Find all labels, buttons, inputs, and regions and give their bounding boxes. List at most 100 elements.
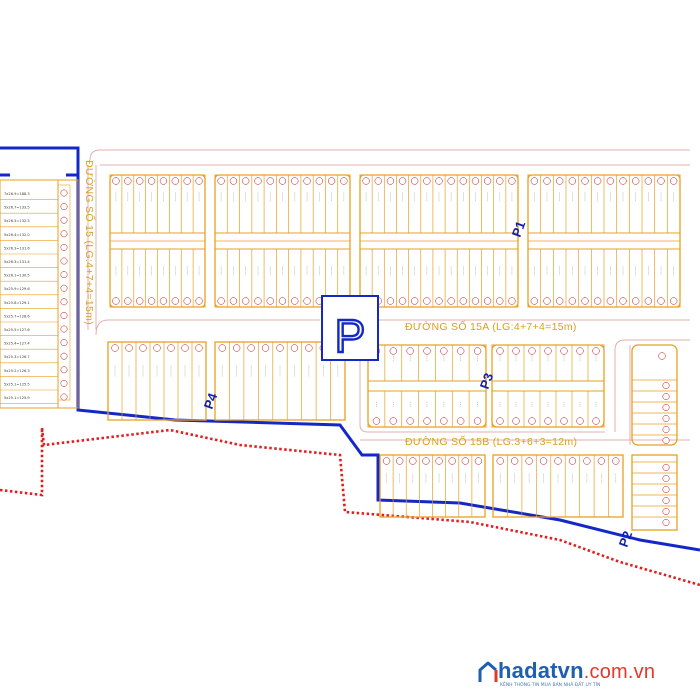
lot-number-marker xyxy=(60,203,68,211)
lot-number-marker xyxy=(327,177,336,185)
lot-number-marker xyxy=(662,508,670,515)
lot-number-marker xyxy=(543,297,551,305)
lot-number-marker xyxy=(147,297,156,305)
lot-number-marker xyxy=(619,177,627,185)
lot-number-marker xyxy=(606,177,614,185)
lot-number-marker xyxy=(60,257,68,265)
parking-label: P xyxy=(335,310,366,362)
lot-row xyxy=(214,248,351,308)
lot-number-marker xyxy=(448,457,456,465)
road-15a-label: ĐƯỜNG SỐ 15A (LG:4+7+4=15m) xyxy=(405,319,577,333)
lot-number-marker xyxy=(473,417,482,425)
lot-number-marker xyxy=(229,177,238,185)
lot-number-marker xyxy=(496,457,504,465)
lot-number-marker xyxy=(556,177,564,185)
lot-number-marker xyxy=(136,177,144,185)
lot-number-marker xyxy=(125,344,133,352)
lot-number-marker xyxy=(60,325,68,333)
lot-number-marker xyxy=(423,417,431,425)
lot-size-label: 5x25.9=129.6 xyxy=(4,287,30,291)
lot-number-marker xyxy=(457,417,465,425)
lot-number-marker xyxy=(594,177,602,185)
lot-number-marker xyxy=(183,297,191,305)
lot-number-marker xyxy=(670,297,678,305)
lot-size-label: 5x25.8=129.1 xyxy=(4,301,30,305)
lot-number-marker xyxy=(619,297,627,305)
lot-number-marker xyxy=(217,177,225,185)
lot-number-marker xyxy=(386,177,395,185)
lot-number-marker xyxy=(447,177,455,185)
lot-number-marker xyxy=(247,344,255,352)
phase-labels: P1 P2 P3 P4 xyxy=(201,219,636,549)
lot-row xyxy=(359,174,519,234)
lot-number-marker xyxy=(167,344,175,352)
lot-number-marker xyxy=(60,216,68,224)
lot-number-marker xyxy=(423,177,431,185)
lot-number-marker xyxy=(218,344,226,352)
lot-number-marker xyxy=(389,417,397,425)
lot-number-marker xyxy=(508,177,516,185)
lot-size-label: 5x26.1=130.5 xyxy=(4,274,30,278)
lot-number-marker xyxy=(60,271,68,279)
lot-size-label: 5x25.2=126.3 xyxy=(4,369,30,373)
lot-number-marker xyxy=(171,177,179,185)
lot-number-marker xyxy=(278,177,287,185)
lot-number-marker xyxy=(662,393,670,400)
lot-number-marker xyxy=(171,297,179,305)
lot-number-marker xyxy=(662,382,670,389)
lot-number-marker xyxy=(496,177,504,185)
lot-number-marker xyxy=(528,347,536,355)
lot-number-marker xyxy=(60,243,68,251)
lot-number-marker xyxy=(139,344,147,352)
lot-number-marker xyxy=(60,189,68,197)
block-top xyxy=(109,174,681,308)
block-bottom xyxy=(379,454,624,518)
lot-number-marker xyxy=(305,344,313,352)
logo-wordmark: hadatvn.com.vn xyxy=(498,658,655,684)
lot-number-marker xyxy=(670,177,678,185)
lot-number-marker xyxy=(254,297,262,305)
lot-row xyxy=(214,341,346,421)
logo-domain: .com.vn xyxy=(583,661,656,683)
lot-number-marker xyxy=(658,352,666,360)
lot-number-marker xyxy=(576,417,584,425)
lot-number-marker xyxy=(592,417,600,425)
lot-number-marker xyxy=(592,347,600,355)
lot-number-marker xyxy=(556,297,564,305)
lot-number-marker xyxy=(147,177,156,185)
lot-number-marker xyxy=(662,426,670,433)
lot-number-marker xyxy=(60,366,68,374)
lot-number-marker xyxy=(496,297,504,305)
block-outline xyxy=(107,341,207,421)
lot-number-marker xyxy=(662,437,670,444)
lot-size-label: 5x25.5=127.6 xyxy=(4,328,30,332)
left-lot-column: 7x26.9=188.35x26.7=133.55x26.5=132.55x26… xyxy=(0,179,79,409)
lot-number-marker xyxy=(560,347,568,355)
lot-number-marker xyxy=(233,344,241,352)
lot-number-marker xyxy=(483,177,492,185)
block-outline xyxy=(491,344,605,428)
lot-number-marker xyxy=(60,352,68,360)
block-outline xyxy=(631,344,678,446)
lot-number-marker xyxy=(60,393,68,401)
lot-number-marker xyxy=(254,177,262,185)
lot-number-marker xyxy=(435,457,443,465)
lot-number-marker xyxy=(195,297,203,305)
lot-number-marker xyxy=(496,347,504,355)
lot-number-marker xyxy=(159,297,168,305)
lot-number-marker xyxy=(662,404,670,411)
lot-size-label: 5x26.5=132.5 xyxy=(4,219,30,223)
lot-number-marker xyxy=(597,457,605,465)
lot-number-marker xyxy=(457,347,465,355)
lot-number-marker xyxy=(195,344,203,352)
lot-number-marker xyxy=(508,297,516,305)
lot-number-marker xyxy=(398,177,407,185)
lot-row xyxy=(107,341,207,421)
lot-number-marker xyxy=(662,497,670,504)
lot-number-marker xyxy=(303,297,311,305)
lot-number-marker xyxy=(657,297,665,305)
road-edges xyxy=(87,149,690,445)
lot-size-label: 7x26.9=188.3 xyxy=(4,192,30,196)
parking-symbol: P xyxy=(321,295,379,363)
lot-number-marker xyxy=(539,457,548,465)
